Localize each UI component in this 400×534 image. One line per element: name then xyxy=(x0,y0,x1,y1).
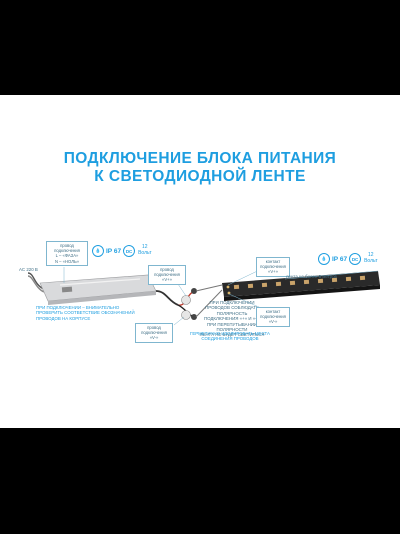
dc-badge-right: DC xyxy=(349,253,362,265)
voltage-right: 12 Вольт xyxy=(364,253,377,264)
minus-wire-line: «V-» xyxy=(149,335,159,341)
plus-contact-label: контакт подключения «V+» xyxy=(256,257,290,277)
plus-contact-line: контакт xyxy=(265,259,281,264)
labeling-check-note: ПРИ ПОДКЛЮЧЕНИИ – ВНИМАТЕЛЬНО ПРОВЕРИТЬ … xyxy=(36,305,156,321)
voltage-value: 12 xyxy=(368,252,374,259)
ip-rating-left: IP 67 xyxy=(106,247,122,255)
ac-wire-1 xyxy=(27,272,45,290)
power-supply-unit xyxy=(39,274,157,305)
wire-box-line: L – «ФАЗА» xyxy=(55,253,79,259)
seal-line: СОЕДИНЕНИЯ ПРОВОДОВ xyxy=(201,336,259,342)
voltage-unit: Вольт xyxy=(364,258,378,264)
right-spec-badges: 💧 IP 67 DC 12 Вольт xyxy=(318,253,378,265)
drop-icon: 💧 xyxy=(92,245,104,257)
voltage-left: 12 Вольт xyxy=(138,245,151,256)
polarity-line: ПРИ ПОДКЛЮЧЕНИИ xyxy=(209,300,255,305)
plus-wire-line: подключения xyxy=(154,272,180,278)
polarity-line: ЛЕНТА НЕ БУДЕТ СВЕТИТЬСЯ xyxy=(199,332,265,338)
minus-contact-label: контакт подключения «V-» xyxy=(256,307,290,327)
minus-contact-line: «V-» xyxy=(268,319,278,325)
plus-contact-line: «V+» xyxy=(268,269,278,275)
wiring-drawing xyxy=(27,265,380,326)
led-strip xyxy=(222,271,380,301)
strip-wire-1 xyxy=(195,284,223,292)
wire-box-line: N – «НОЛЬ» xyxy=(54,258,80,264)
wire-end-1 xyxy=(191,288,197,294)
ip-rating-right: IP 67 xyxy=(332,255,348,263)
seal-connections-note: ГЕРМЕТИЧНО ИЗОЛИРОВАТЬ МЕСТА СОЕДИНЕНИЯ … xyxy=(180,331,280,342)
diagram-title-line2: К СВЕТОДИОДНОЙ ЛЕНТЕ xyxy=(94,168,306,185)
voltage-unit: Вольт xyxy=(138,250,152,256)
minus-wire-line: подключения xyxy=(141,330,167,336)
strip-length-label: лента не более 5 метров xyxy=(286,274,337,279)
plus-wire-label: провод подключения «V+» xyxy=(148,265,186,285)
plus-contact-line: подключения xyxy=(260,264,286,270)
minus-wire-line: провод xyxy=(147,325,161,330)
dc-badge-left: DC xyxy=(123,245,136,257)
polarity-line: ПОДКЛЮЧЕНИЯ «+» И «–» xyxy=(203,316,261,322)
strip-wire-2 xyxy=(195,289,223,318)
plus-wire-line: провод xyxy=(160,267,174,272)
bottom-black-band xyxy=(0,428,400,534)
top-black-band xyxy=(0,0,400,95)
plus-wire-line: «V+» xyxy=(162,277,172,283)
dc-cable xyxy=(155,290,179,306)
note-line: ПРОВЕРИТЬ СООТВЕТСТВИЕ ОБОЗНАЧЕНИЙ xyxy=(36,310,135,316)
diagram-canvas: ПОДКЛЮЧЕНИЕ БЛОКА ПИТАНИЯ К СВЕТОДИОДНОЙ… xyxy=(0,95,400,428)
minus-contact-line: подключения xyxy=(260,314,286,320)
minus-wire-label: провод подключения «V-» xyxy=(135,323,173,343)
minus-contact-line: контакт xyxy=(265,309,281,314)
seal-line: ГЕРМЕТИЧНО ИЗОЛИРОВАТЬ МЕСТА xyxy=(190,331,270,336)
voltage-value: 12 xyxy=(142,244,148,251)
drop-icon: 💧 xyxy=(318,253,330,265)
connector-plus xyxy=(181,295,191,305)
note-line: ПРИ ПОДКЛЮЧЕНИИ – ВНИМАТЕЛЬНО xyxy=(36,305,120,310)
left-spec-badges: 💧 IP 67 DC 12 Вольт xyxy=(92,245,152,257)
wire-end-2 xyxy=(191,314,197,320)
ac-input-label: AC 220 В xyxy=(19,267,38,272)
polarity-note: ПРИ ПОДКЛЮЧЕНИИ ПРОВОДОВ СОБЛЮДАТЬ ПОЛЯР… xyxy=(196,300,268,338)
wire-box-line: провод xyxy=(60,243,74,248)
note-line: ПРОВОДОВ НА КОРПУСЕ xyxy=(36,315,91,321)
wire-box-line: подключения xyxy=(54,248,80,254)
ac-wire-2 xyxy=(27,275,45,293)
polarity-line: ПРОВОДОВ СОБЛЮДАТЬ ПОЛЯРНОСТЬ xyxy=(205,305,259,316)
diagram-title-line1: ПОДКЛЮЧЕНИЕ БЛОКА ПИТАНИЯ xyxy=(63,150,337,167)
phase-neutral-wire-label: провод подключения L – «ФАЗА» N – «НОЛЬ» xyxy=(46,241,88,266)
polarity-line: ПРИ ПЕРЕПУТЫВАНИИ ПОЛЯРНОСТИ xyxy=(206,321,258,333)
